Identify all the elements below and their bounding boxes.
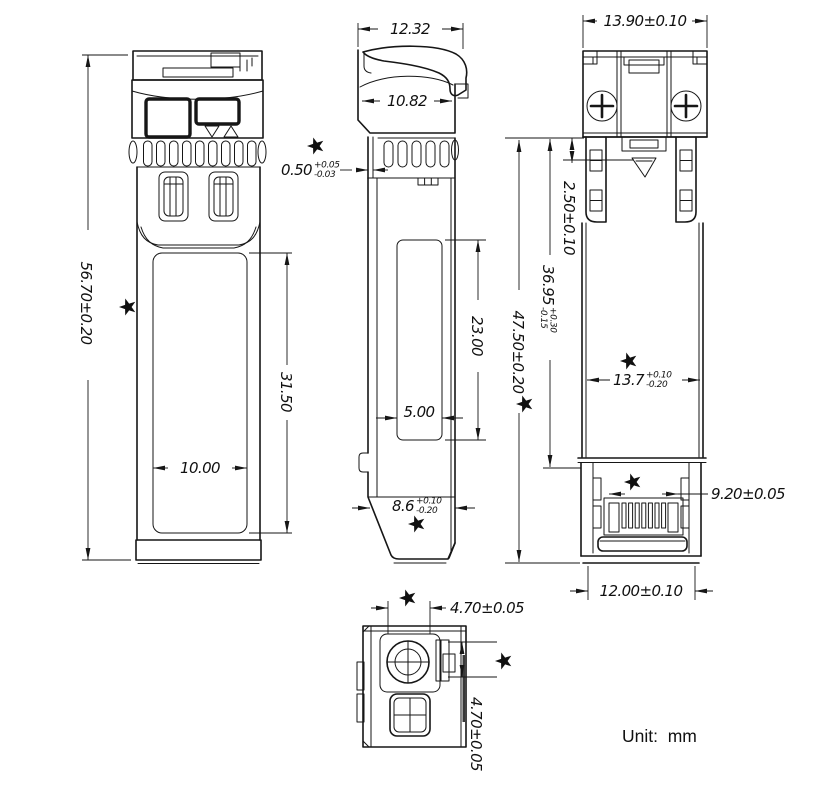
- dim-text-body-width-value: 13.7: [613, 371, 645, 389]
- spring-slot-left: [158, 171, 189, 222]
- dim-text-card-edge-lower: -0.20: [416, 506, 438, 516]
- dim-latch-offset: 2.50±0.10: [505, 137, 634, 255]
- guide-rail-right: [675, 136, 697, 223]
- dim-head-depth: 10.82: [362, 92, 452, 110]
- dim-overall-height: 56.70±0.20: [77, 54, 139, 561]
- gold-fingers: [621, 502, 667, 529]
- dim-text-card-edge-upper: +0.10: [416, 497, 442, 507]
- dim-text-bail-depth: 12.32: [390, 20, 430, 38]
- star-marker: [117, 295, 139, 317]
- star-marker: [493, 649, 515, 671]
- dim-text-rail-length-lower: -0.15: [538, 307, 548, 329]
- square-port: [389, 693, 431, 737]
- lc-port-left: [144, 97, 192, 139]
- dim-text-head-depth: 10.82: [387, 92, 427, 110]
- dim-text-latch-offset: 2.50±0.10: [560, 181, 578, 255]
- lc-ferrule-port: [379, 633, 441, 693]
- dim-text-rail-length-upper: +0.30: [547, 307, 557, 333]
- dim-text-overall-height: 56.70±0.20: [77, 262, 95, 345]
- dim-connector-width: 12.00±0.10: [570, 566, 713, 600]
- dim-text-emi-tab-value: 0.50: [281, 161, 312, 179]
- dim-label-width: 10.00: [153, 459, 247, 477]
- star-marker: [622, 470, 644, 492]
- dim-label-window-length: 23.00: [445, 239, 486, 441]
- dim-text-emi-tab-upper: +0.05: [314, 161, 340, 171]
- emi-ribs: [128, 140, 267, 167]
- side-view: 12.32 10.82 0.50 +0.05 -0.03: [281, 20, 486, 564]
- emi-ribs-side: [383, 139, 459, 168]
- dim-text-label-window-width: 5.00: [404, 403, 435, 421]
- dim-text-overall-width: 13.90±0.10: [604, 12, 687, 30]
- lc-port-right: [194, 97, 241, 126]
- bail-latch: [362, 45, 468, 97]
- dim-text-card-edge-value: 8.6: [392, 497, 414, 515]
- dim-card-edge-depth: 8.6 +0.10 -0.20: [352, 497, 475, 534]
- dim-text-connector-width: 12.00±0.10: [600, 582, 683, 600]
- screw-right: [670, 90, 702, 122]
- rx-triangle-icon: [223, 125, 239, 138]
- dim-text-port-width: 4.70±0.05: [450, 599, 524, 617]
- dim-rail-length: 36.95 +0.30 -0.15: [538, 139, 581, 469]
- screw-left: [586, 90, 618, 122]
- dim-overall-width: 13.90±0.10: [582, 12, 708, 48]
- dim-text-body-width-lower: -0.20: [646, 380, 668, 390]
- dim-text-body-width-upper: +0.10: [646, 371, 672, 381]
- dim-label-window-width: 5.00: [376, 403, 463, 421]
- star-marker: [397, 586, 419, 608]
- dim-text-label-window-length: 23.00: [468, 316, 486, 356]
- dim-body-width: 13.7 +0.10 -0.20: [587, 349, 700, 390]
- star-marker: [618, 349, 640, 371]
- label-window: [152, 252, 248, 534]
- dim-text-pad-width: 9.20±0.05: [711, 485, 785, 503]
- guide-rail-left: [585, 136, 607, 223]
- dim-text-label-window-height: 31.50: [277, 372, 295, 412]
- rear-view: 13.7 +0.10 -0.20: [505, 12, 786, 600]
- star-marker: [305, 134, 327, 156]
- unit-label: Unit: mm: [622, 726, 697, 746]
- dim-port-width: 4.70±0.05: [371, 586, 525, 634]
- dim-port-height: 4.70±0.05: [448, 641, 515, 771]
- latch-opening: [435, 639, 456, 682]
- dim-text-insertion-length: 47.50±0.20: [509, 311, 527, 394]
- dim-text-emi-tab-lower: -0.03: [314, 170, 336, 180]
- dim-text-port-height: 4.70±0.05: [467, 697, 485, 771]
- dim-label-window-height: 31.50: [249, 252, 295, 534]
- bottom-view: 4.70±0.05 4.70±0.05: [356, 586, 525, 771]
- card-edge-connector: [580, 462, 702, 564]
- star-marker: [514, 392, 536, 414]
- dim-text-rail-length-value: 36.95: [539, 265, 557, 305]
- spring-slot-right: [208, 171, 239, 222]
- label-window-side: [396, 239, 443, 441]
- dim-bail-depth: 12.32: [357, 20, 464, 49]
- tx-triangle-icon: [204, 125, 220, 138]
- dim-insertion-length: 47.50±0.20: [505, 140, 580, 564]
- dim-pad-width: 9.20±0.05: [609, 470, 786, 503]
- latch-pin: [621, 136, 667, 178]
- dim-emi-tab-thickness: 0.50 +0.05 -0.03: [281, 134, 388, 180]
- front-view: 56.70±0.20 31.50 10.00: [77, 50, 295, 564]
- dim-text-label-width: 10.00: [180, 459, 220, 477]
